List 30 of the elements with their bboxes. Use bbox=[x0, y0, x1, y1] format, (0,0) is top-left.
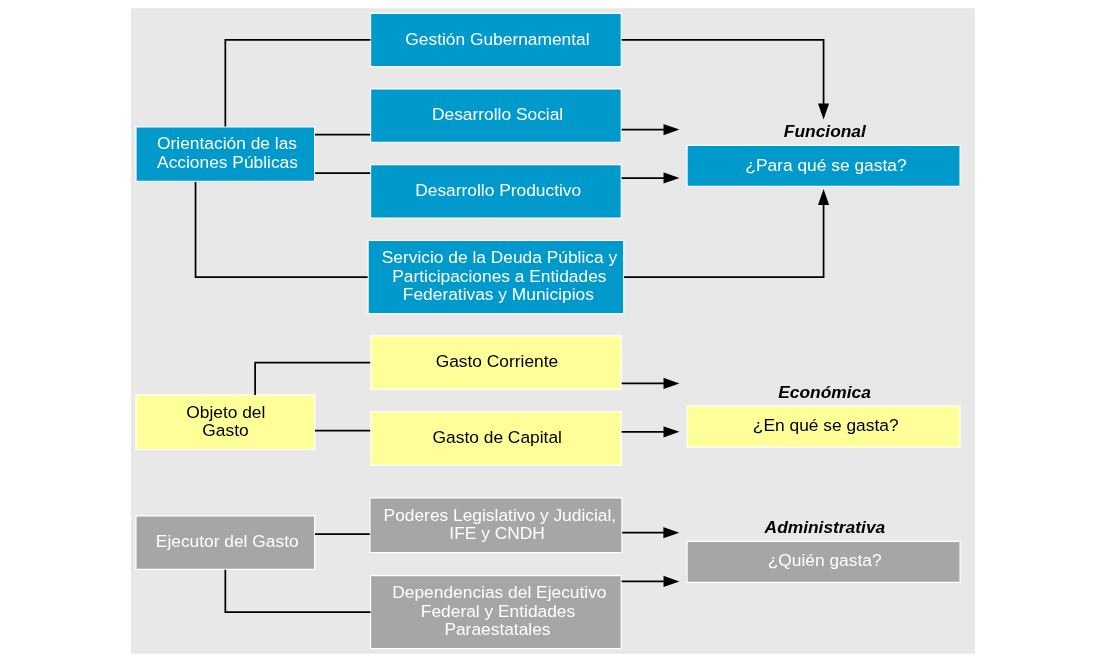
connector bbox=[314, 172, 372, 174]
node-box: Gasto Corriente bbox=[369, 335, 622, 390]
connector bbox=[314, 133, 372, 136]
arrow bbox=[620, 124, 680, 136]
node-box: Gestión Gubernamental bbox=[369, 12, 622, 68]
arrow bbox=[621, 527, 680, 539]
arrow bbox=[620, 426, 680, 438]
node-label: Económica bbox=[778, 381, 871, 402]
arrow bbox=[623, 189, 830, 278]
node-box: Dependencias del Ejecutivo Federal y Entidades Paraestatales bbox=[369, 574, 622, 650]
connector bbox=[254, 361, 372, 396]
node-box: Gasto de Capital bbox=[369, 411, 622, 466]
arrow bbox=[620, 39, 830, 120]
node-label: Funcional bbox=[783, 121, 866, 141]
connector bbox=[224, 568, 372, 613]
node-box: Objeto del Gasto bbox=[135, 394, 316, 451]
node-box: Servicio de la Deuda Pública y Participaciones a Entidades Federativas y Municipios bbox=[367, 239, 625, 315]
node-box: Poderes Legislativo y Judicial, IFE y CNDH bbox=[369, 497, 623, 554]
connector bbox=[224, 39, 372, 128]
node-box: Desarrollo Social bbox=[369, 88, 622, 143]
connector bbox=[314, 533, 371, 536]
node-box: Desarrollo Productivo bbox=[369, 164, 622, 219]
arrow bbox=[620, 575, 680, 587]
node-box: Orientación de las Acciones Públicas bbox=[135, 126, 316, 183]
connector bbox=[194, 181, 369, 278]
node-label: Administrativa bbox=[764, 516, 886, 537]
arrow bbox=[620, 377, 680, 389]
connector bbox=[314, 429, 372, 432]
arrow bbox=[620, 172, 680, 184]
node-box: Ejecutor del Gasto bbox=[135, 515, 316, 570]
